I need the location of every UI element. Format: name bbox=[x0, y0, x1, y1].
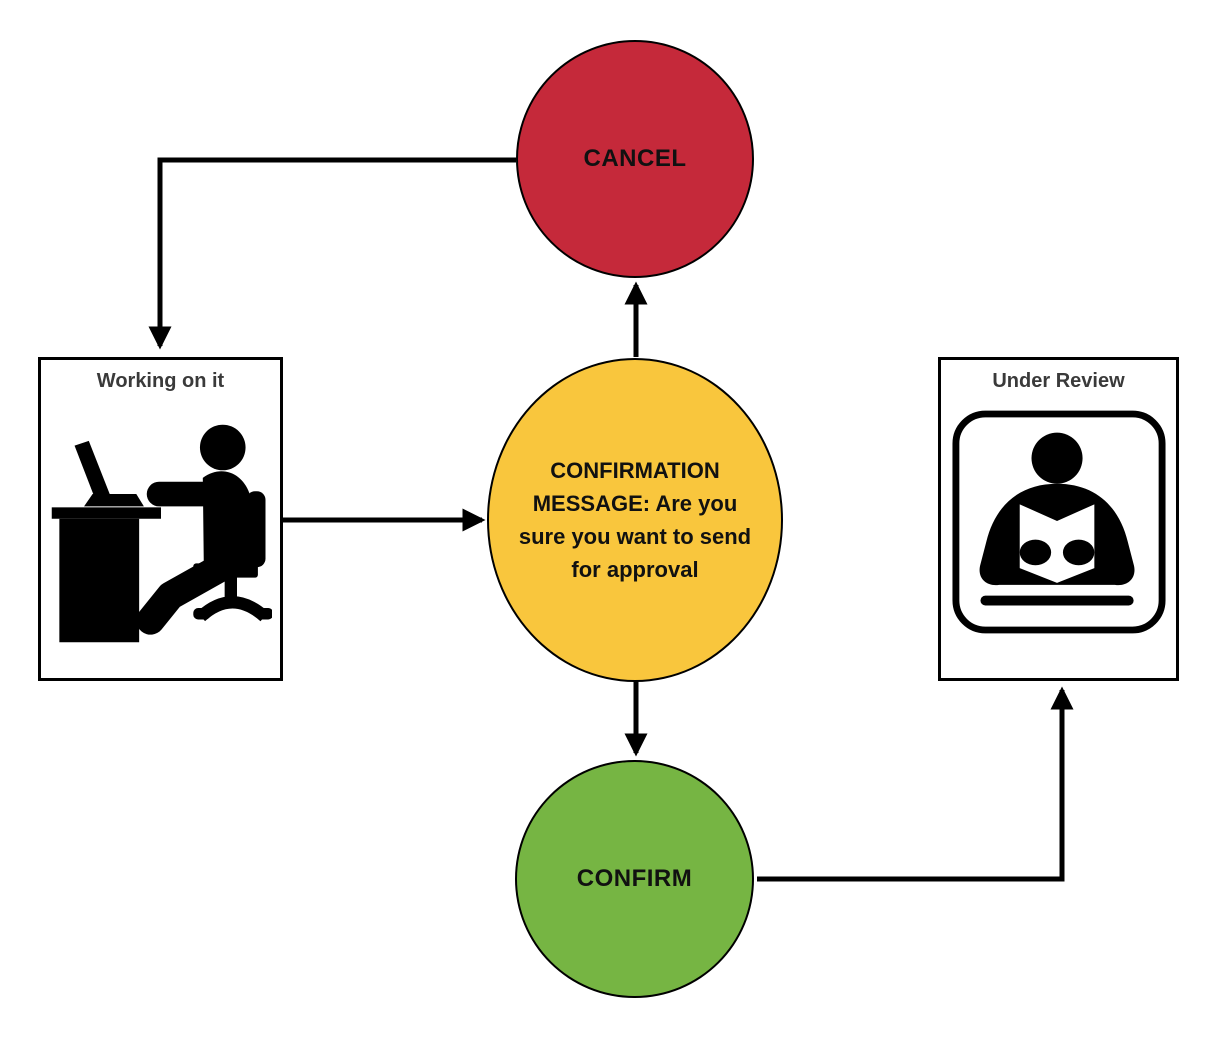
cancel-node: CANCEL bbox=[516, 40, 754, 278]
arrow-confirm-to-under-review bbox=[757, 686, 1074, 882]
confirmation-message-node: CONFIRMATION MESSAGE: Are you sure you w… bbox=[487, 358, 783, 682]
working-on-it-title: Working on it bbox=[96, 370, 225, 392]
cancel-node-label: CANCEL bbox=[583, 145, 687, 172]
arrow-cancel-to-working bbox=[148, 157, 516, 350]
confirm-node-label: CONFIRM bbox=[576, 865, 693, 892]
confirmation-message-label: CONFIRMATION MESSAGE: Are you sure you w… bbox=[518, 458, 752, 582]
confirm-node: CONFIRM bbox=[515, 760, 754, 998]
under-review-box: Under Review bbox=[938, 357, 1179, 681]
person-reading-icon bbox=[951, 410, 1166, 634]
person-at-desk-icon bbox=[51, 424, 272, 643]
under-review-title: Under Review bbox=[992, 370, 1125, 392]
working-on-it-box: Working on it bbox=[38, 357, 283, 681]
